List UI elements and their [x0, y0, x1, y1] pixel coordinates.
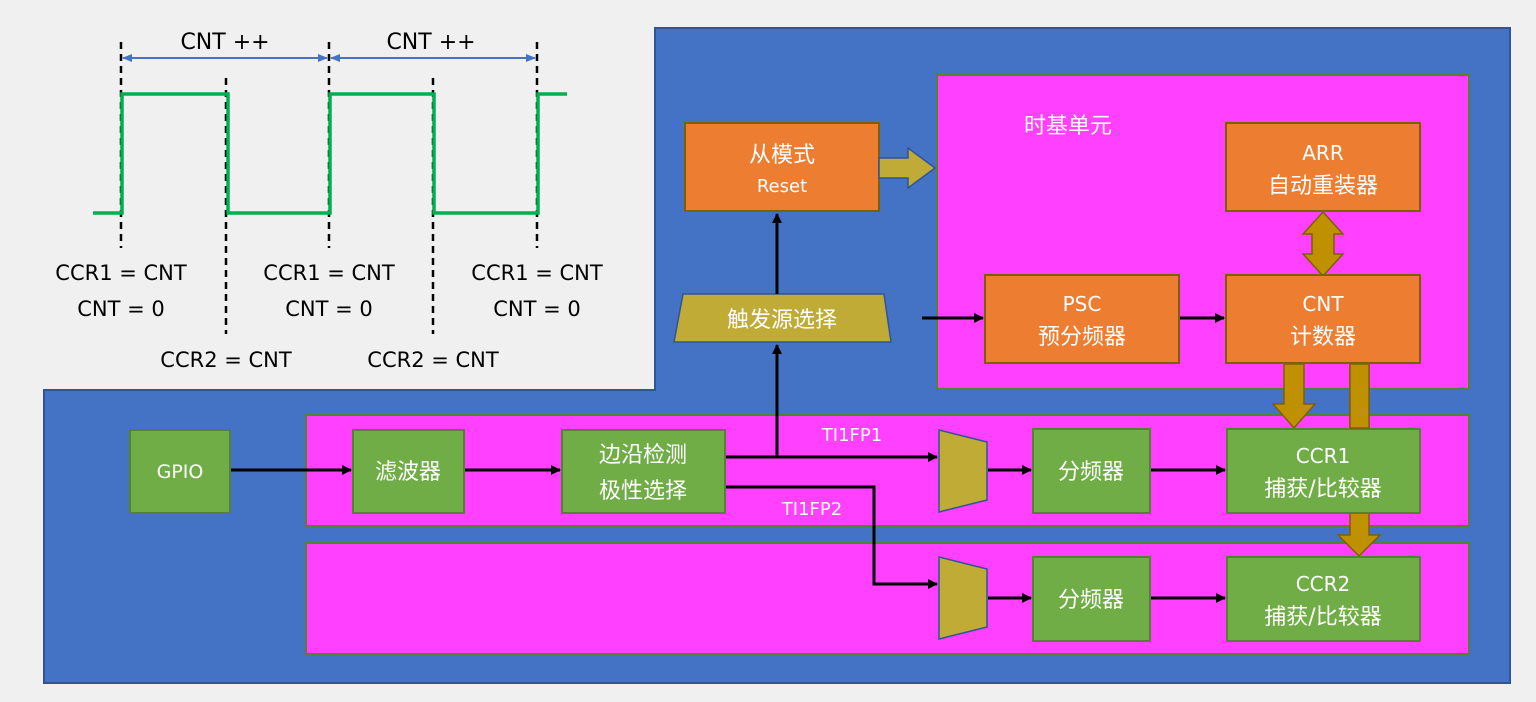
reset-arrow [878, 146, 937, 190]
rise-label-2-line1: CCR1 = CNT [263, 261, 395, 285]
rise-label-3-line2: CNT = 0 [493, 297, 581, 321]
svg-text:分频器: 分频器 [1058, 460, 1124, 485]
svg-text:自动重装器: 自动重装器 [1268, 174, 1378, 199]
arr-block: ARR 自动重装器 [1225, 122, 1421, 212]
trigger-select-block: 触发源选择 [673, 293, 892, 343]
rise-label-2-line2: CNT = 0 [285, 297, 373, 321]
psc-block: PSC 预分频器 [984, 274, 1180, 364]
edge-detect-block: 边沿检测 极性选择 [561, 429, 726, 514]
svg-text:边沿检测: 边沿检测 [599, 443, 687, 468]
cnt-block: CNT 计数器 [1225, 274, 1421, 364]
fall-label-2: CCR2 = CNT [367, 348, 499, 372]
svg-text:滤波器: 滤波器 [375, 460, 441, 485]
ccr1-block: CCR1 捕获/比较器 [1226, 428, 1421, 514]
svg-text:CCR2: CCR2 [1296, 572, 1351, 596]
ccr2-block: CCR2 捕获/比较器 [1226, 556, 1421, 642]
svg-text:ARR: ARR [1302, 141, 1344, 165]
period-label-1: CNT ++ [180, 30, 269, 55]
rise-label-1-line1: CCR1 = CNT [55, 261, 187, 285]
svg-text:捕获/比较器: 捕获/比较器 [1264, 605, 1381, 630]
input-signal [93, 92, 567, 215]
svg-text:PSC: PSC [1063, 292, 1102, 316]
svg-text:CNT: CNT [1302, 292, 1344, 316]
svg-text:从模式: 从模式 [749, 143, 815, 168]
svg-text:分频器: 分频器 [1058, 588, 1124, 613]
waveform: CNT ++ CNT ++ CCR1 = CNT CNT = 0 CCR1 = … [55, 30, 603, 372]
svg-text:极性选择: 极性选择 [599, 479, 687, 504]
svg-text:触发源选择: 触发源选择 [727, 308, 837, 333]
svg-text:CCR1: CCR1 [1296, 444, 1351, 468]
period-label-2: CNT ++ [386, 30, 475, 55]
cnt-to-ccr2-bar-overlay [1349, 363, 1370, 429]
rise-label-1-line2: CNT = 0 [77, 297, 165, 321]
ti1fp1-label: TI1FP1 [821, 425, 882, 446]
ti1fp2-line [726, 485, 938, 589]
divider1-block: 分频器 [1032, 428, 1151, 514]
gpio-block: GPIO [129, 429, 231, 514]
svg-text:Reset: Reset [757, 176, 807, 197]
ti1fp2-label: TI1FP2 [781, 499, 842, 520]
mux1 [938, 429, 988, 513]
svg-text:捕获/比较器: 捕获/比较器 [1264, 477, 1381, 502]
mux2 [938, 556, 988, 640]
svg-text:计数器: 计数器 [1290, 325, 1356, 350]
filter-block: 滤波器 [352, 429, 465, 514]
divider2-block: 分频器 [1032, 556, 1151, 642]
rise-label-3-line1: CCR1 = CNT [471, 261, 603, 285]
svg-text:GPIO: GPIO [157, 461, 204, 483]
fall-label-1: CCR2 = CNT [160, 348, 292, 372]
svg-text:预分频器: 预分频器 [1038, 325, 1126, 350]
slave-mode-block: 从模式 Reset [684, 122, 880, 212]
time-base-title: 时基单元 [1024, 114, 1112, 139]
cnt-to-ccr1-arrow [1271, 363, 1317, 430]
